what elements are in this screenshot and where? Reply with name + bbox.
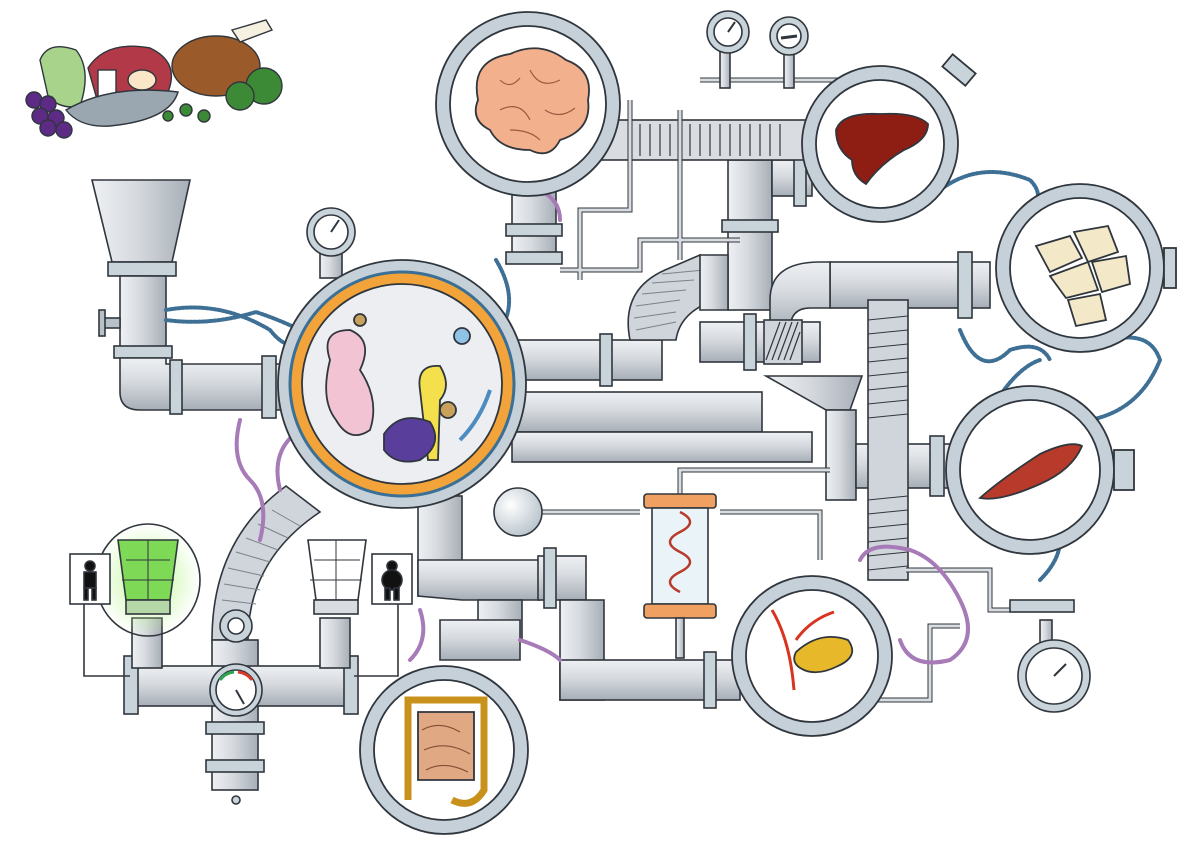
gut-microbiome-chamber (278, 260, 526, 508)
pipe-chamber-east-2 (512, 392, 762, 432)
valve-wheel (220, 610, 252, 642)
gauge-chamber-top (307, 208, 355, 278)
coil-vertical (868, 300, 908, 580)
gauge-top-right (770, 17, 808, 88)
balance-gauge (210, 664, 262, 716)
glass-bulb (494, 488, 542, 536)
funnel-collar (108, 262, 176, 276)
lean-person-icon (70, 554, 110, 604)
pipe-below-brain (512, 190, 556, 256)
pancreas-window (732, 576, 892, 736)
intestine-window (360, 666, 528, 834)
input-funnel (92, 180, 190, 262)
pipe-up-to-liver (728, 160, 772, 310)
dark-lamp (308, 540, 366, 614)
adipose-window (996, 184, 1176, 352)
gauge-bottom-right (1010, 600, 1090, 712)
eggs (128, 70, 156, 90)
muscle-window (946, 386, 1134, 554)
gauge-top-left (707, 11, 749, 88)
mid-hopper (766, 376, 862, 410)
green-lamp (118, 540, 178, 614)
pipe-chamber-east-1 (512, 340, 662, 380)
food-pile (26, 20, 282, 138)
obese-person-icon (372, 554, 412, 604)
coil-section (764, 320, 802, 364)
funnel-valve (99, 310, 120, 336)
pipe-chamber-east-3 (512, 432, 812, 462)
brain-window (436, 12, 620, 196)
